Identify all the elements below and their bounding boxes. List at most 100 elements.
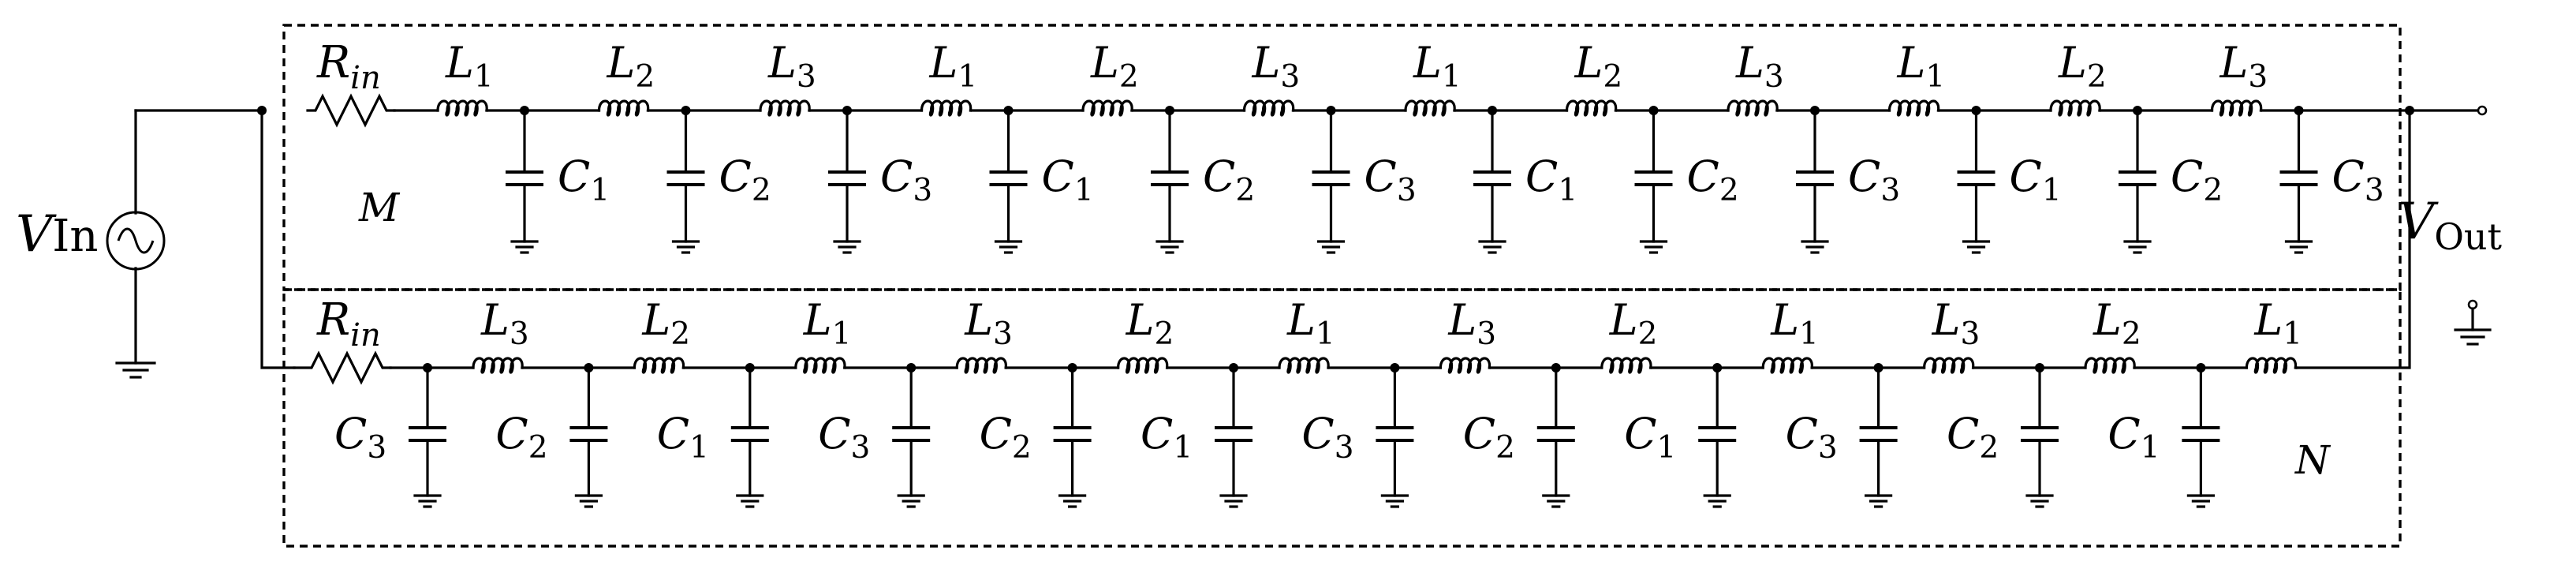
capacitor-n-9 [1698, 366, 1737, 508]
capacitor-m-7-label: C1 [1525, 152, 1577, 208]
capacitor-n-1 [409, 366, 446, 508]
inductor-m-7-label: L1 [1413, 38, 1462, 95]
capacitor-m-10 [1957, 109, 1995, 254]
inductor-m-1 [436, 99, 488, 117]
inductor-n-7 [1439, 357, 1491, 374]
inductor-n-11-label: L2 [2093, 295, 2141, 352]
capacitor-n-4-label: C3 [818, 409, 870, 466]
capacitor-m-6 [1312, 109, 1350, 254]
capacitor-m-12-label: C3 [2332, 152, 2384, 208]
capacitor-m-3-label: C3 [880, 152, 932, 208]
resistor-top [306, 93, 396, 128]
output-ground [2454, 299, 2492, 346]
inductor-n-8 [1600, 357, 1652, 374]
inductor-m-6-label: L3 [1252, 38, 1301, 95]
inductor-n-5-label: L2 [1126, 295, 1174, 352]
capacitor-m-8 [1634, 109, 1673, 254]
capacitor-m-7 [1473, 109, 1511, 254]
inductor-m-6 [1242, 99, 1295, 117]
resistor-bottom [293, 350, 392, 385]
resistor-top-label: Rin [316, 37, 381, 96]
inductor-m-8-label: L2 [1574, 38, 1623, 95]
capacitor-n-10-label: C3 [1786, 409, 1838, 466]
capacitor-n-9-label: C1 [1624, 409, 1676, 466]
output-terminal [2477, 105, 2488, 116]
inductor-m-12-label: L3 [2219, 38, 2268, 95]
capacitor-m-2 [666, 109, 705, 254]
capacitor-m-1 [506, 109, 543, 254]
capacitor-m-9 [1796, 109, 1834, 254]
inductor-n-6-label: L1 [1286, 295, 1335, 352]
capacitor-n-6-label: C1 [1141, 409, 1193, 466]
capacitor-n-12-label: C1 [2107, 409, 2160, 466]
capacitor-m-5-label: C2 [1203, 152, 1255, 208]
capacitor-m-8-label: C2 [1687, 152, 1739, 208]
inductor-m-11-label: L2 [2058, 38, 2107, 95]
capacitor-m-9-label: C3 [1848, 152, 1900, 208]
capacitor-n-4 [892, 366, 931, 508]
inductor-m-11 [2049, 99, 2101, 117]
inductor-n-2 [633, 357, 685, 374]
capacitor-m-11-label: C2 [2171, 152, 2223, 208]
inductor-m-10-label: L1 [1897, 38, 1946, 95]
inductor-m-2-label: L2 [607, 38, 655, 95]
inductor-m-12 [2210, 99, 2263, 117]
capacitor-m-4-label: C1 [1042, 152, 1094, 208]
capacitor-m-6-label: C3 [1365, 152, 1417, 208]
source-label: VIn [16, 205, 98, 264]
inductor-n-12 [2245, 357, 2298, 374]
capacitor-n-3 [730, 366, 769, 508]
inductor-m-4-label: L1 [929, 38, 978, 95]
inductor-m-1-label: L1 [445, 38, 494, 95]
inductor-n-1-label: L3 [480, 295, 529, 352]
capacitor-m-3 [828, 109, 866, 254]
inductor-m-3-label: L3 [767, 38, 816, 95]
source-wiring [134, 106, 296, 369]
chain-n-box [282, 288, 2402, 548]
inductor-m-7 [1404, 99, 1456, 117]
inductor-m-9-label: L3 [1735, 38, 1784, 95]
capacitor-n-8 [1536, 366, 1575, 508]
ladder-n-section-9: C1 L1 [1624, 295, 1819, 508]
ladder-m: L1C1L2C2L3C3L1C1L2C2L3C3L1C1L2C2L3C3L1C1… [393, 38, 2411, 254]
inductor-m-9 [1727, 99, 1779, 117]
inductor-n-2-label: L2 [641, 295, 690, 352]
capacitor-n-7 [1376, 366, 1414, 508]
ladder-n: C3L3C2L2C1L1C3L3C2L2C1L1C3L3C2L2C1L1C3L3… [334, 295, 2302, 508]
inductor-n-11 [2084, 357, 2136, 374]
capacitor-m-11 [2119, 109, 2156, 254]
capacitor-n-5 [1053, 366, 1092, 508]
capacitor-m-10-label: C1 [2010, 152, 2062, 208]
inductor-m-2 [597, 99, 650, 117]
inductor-n-9-label: L1 [1770, 295, 1819, 352]
capacitor-n-3-label: C1 [657, 409, 709, 466]
capacitor-n-8-label: C2 [1463, 409, 1515, 466]
inductor-n-9 [1761, 357, 1813, 374]
inductor-n-10 [1922, 357, 1975, 374]
inductor-n-5 [1116, 357, 1169, 374]
capacitor-m-2-label: C2 [719, 152, 771, 208]
capacitor-n-12 [2182, 366, 2220, 508]
capacitor-n-1-label: C3 [334, 409, 386, 466]
inductor-m-4 [920, 99, 973, 117]
inductor-n-7-label: L3 [1447, 295, 1496, 352]
inductor-m-5 [1081, 99, 1133, 117]
source-ground [115, 361, 156, 379]
ac-source [106, 211, 166, 271]
inductor-m-3 [759, 99, 811, 117]
